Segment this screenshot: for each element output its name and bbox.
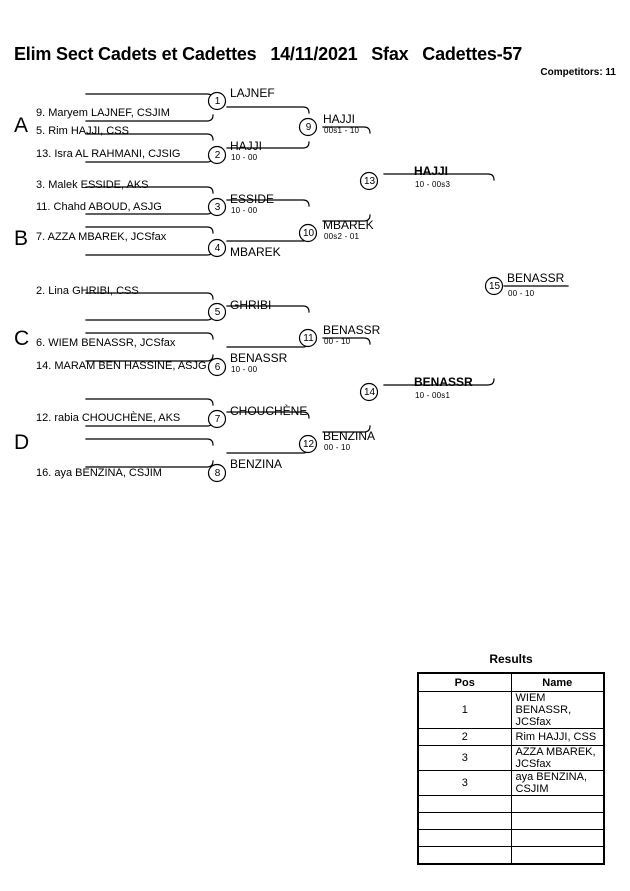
match-number: 11 [303,333,314,344]
match-score: 00 - 10 [324,443,351,452]
page-title: Elim Sect Cadets et Cadettes 14/11/2021 … [14,44,620,65]
result-name: WIEM BENASSR, JCSfax [510,691,605,729]
tournament-bracket: A B C D 9. Maryem LAJNEF, CSJIM 5. Rim H… [14,86,569,483]
match-winner: BENASSR [323,323,381,337]
result-pos: 3 [417,745,512,771]
match-winner: HAJJI [323,112,356,126]
match-winner: BENASSR [414,375,473,389]
result-name [510,795,605,813]
seed-entry: 3. Malek ESSIDE, AKS [36,179,149,191]
title-event: Elim Sect Cadets et Cadettes [14,44,257,64]
seed-entry: 7. AZZA MBAREK, JCSfax [36,231,167,243]
match-score: 10 - 00 [231,206,258,215]
match-score: 00 - 10 [324,337,351,346]
seed-entry: 13. Isra AL RAHMANI, CJSIG [36,148,181,160]
seed-entry: 2. Lina GHRIBI, CSS [36,285,139,297]
match-number: 12 [302,439,315,450]
results-header-row: Pos Name [417,672,605,692]
match-score: 10 - 00 [231,365,258,374]
match-winner: CHOUCHÈNE [230,404,308,418]
table-row: 1 WIEM BENASSR, JCSfax [417,691,605,729]
result-name [510,829,605,847]
result-pos: 3 [417,770,512,796]
result-name [510,812,605,830]
match-number: 14 [363,387,376,398]
title-city: Sfax [371,44,409,64]
bracket-lines [85,91,569,483]
match-number: 7 [214,414,221,425]
table-row: 3 AZZA MBAREK, JCSfax [417,745,605,771]
seed-entry: 6. WIEM BENASSR, JCSfax [36,337,176,349]
match-number: 13 [363,176,376,187]
table-row: 2 Rim HAJJI, CSS [417,728,605,746]
table-row: 3 aya BENZINA, CSJIM [417,770,605,796]
seed-entry: 11. Chahd ABOUD, ASJG [36,201,162,213]
result-name [510,846,605,865]
match-winner: HAJJI [414,164,449,178]
pool-letter-c: C [14,327,30,350]
match-winner: BENASSR [230,351,288,365]
result-pos: 1 [417,691,512,729]
results-column-name: Name [510,672,605,692]
result-pos [417,795,512,813]
pool-letter-d: D [14,431,30,454]
match-number: 1 [214,96,221,107]
table-row [417,812,605,830]
match-winner: HAJJI [230,139,263,153]
title-date: 14/11/2021 [270,44,358,64]
match-winner: BENZINA [323,429,376,443]
match-winner: ESSIDE [230,192,275,206]
match-number: 9 [305,122,312,133]
match-number: 4 [214,243,221,254]
match-score: 10 - 00s1 [415,391,451,400]
results-title: Results [489,652,533,666]
seed-entry: 16. aya BENZINA, CSJIM [36,467,162,479]
seed-entry: 12. rabia CHOUCHÈNE, AKS [36,412,181,424]
title-category: Cadettes-57 [422,44,523,64]
table-row [417,795,605,813]
match-number: 6 [214,362,221,373]
match-score: 00 - 10 [508,289,535,298]
match-winner: MBAREK [323,218,374,232]
seed-entry: 5. Rim HAJJI, CSS [36,125,129,137]
result-pos [417,829,512,847]
match-number: 8 [214,468,221,479]
match-score: 10 - 00s3 [415,180,451,189]
result-name: AZZA MBAREK, JCSfax [510,745,605,771]
seed-entry: 9. Maryem LAJNEF, CSJIM [36,107,170,119]
result-name: Rim HAJJI, CSS [510,728,605,746]
pool-letter-a: A [14,114,29,137]
result-pos: 2 [417,728,512,746]
results-panel: Results Pos Name 1 WIEM BENASSR, JCSfax … [417,652,605,865]
match-number: 3 [214,202,221,213]
match-number: 5 [214,307,221,318]
match-number: 10 [302,228,315,239]
result-name: aya BENZINA, CSJIM [510,770,605,796]
match-winner: MBAREK [230,245,281,259]
match-score: 00s2 - 01 [324,232,360,241]
table-row [417,846,605,865]
results-table: Pos Name 1 WIEM BENASSR, JCSfax 2 Rim HA… [417,672,605,865]
match-winner: LAJNEF [230,86,275,100]
match-score: 00s1 - 10 [324,126,360,135]
result-pos [417,812,512,830]
results-column-pos: Pos [417,672,512,692]
match-winner: GHRIBI [230,298,272,312]
seed-entry: 14. MARAM BEN HASSINE, ASJG [36,360,207,372]
table-row [417,829,605,847]
competitors-count: Competitors: 11 [540,67,616,78]
match-winner: BENZINA [230,457,283,471]
match-winner: BENASSR [507,271,565,285]
result-pos [417,846,512,865]
match-score: 10 - 00 [231,153,258,162]
pool-letter-b: B [14,227,29,250]
match-number: 15 [488,281,501,292]
match-number: 2 [214,150,221,161]
